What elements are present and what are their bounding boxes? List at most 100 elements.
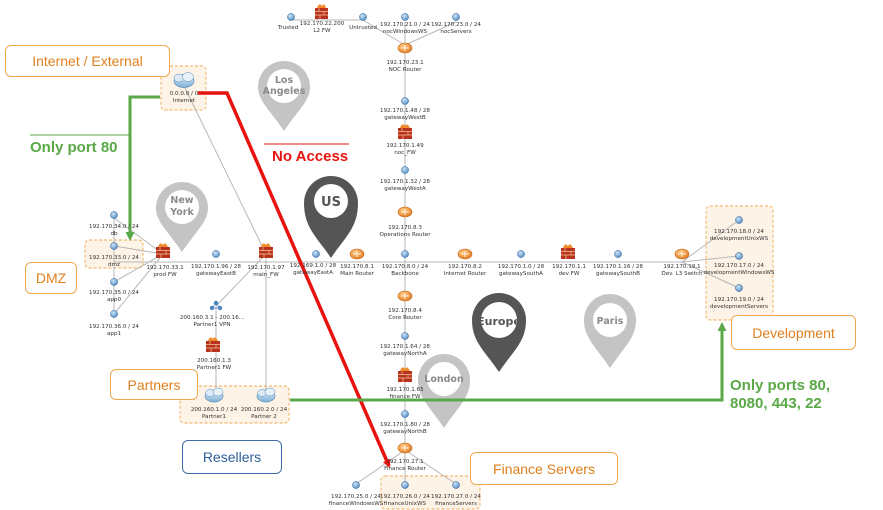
- node-gwsouthb[interactable]: 192.170.1.16 / 28 gatewaySouthB: [593, 250, 643, 277]
- node-nocrouter[interactable]: 192.170.23.1 NOC Router: [386, 42, 424, 73]
- node-corerouter-ip: 192.170.8.4: [388, 308, 422, 314]
- cloud-icon: [173, 72, 195, 88]
- subnet-icon: [110, 310, 118, 318]
- node-devunix[interactable]: 192.170.18.0 / 24 developmentUnixWS: [710, 216, 769, 242]
- network-nodes: Trusted 192.170.22.200 L2 FW Untrusted 1…: [89, 4, 775, 507]
- node-gwwesta[interactable]: 192.170.1.32 / 28 gatewayWestA: [380, 166, 430, 192]
- cloud-icon: [256, 387, 276, 403]
- node-corerouter[interactable]: 192.170.8.4 Core Router: [388, 290, 422, 321]
- subnet-icon: [614, 250, 622, 258]
- node-app0[interactable]: 192.170.35.0 / 24 app0: [89, 278, 139, 303]
- node-l2fw[interactable]: 192.170.22.200 L2 FW: [300, 4, 345, 34]
- node-gweastb[interactable]: 192.170.1.96 / 28 gatewayEastB: [191, 250, 241, 277]
- node-untrusted[interactable]: Untrusted: [349, 13, 377, 31]
- node-internet-ip: 0.0.0.0 / 0: [170, 91, 199, 97]
- node-internetrouter-name: Internet Router: [444, 271, 487, 277]
- router-icon: [349, 248, 365, 260]
- cloud-icon: [204, 387, 224, 403]
- node-partner1[interactable]: 200.160.1.0 / 24 Partner1: [191, 387, 238, 420]
- node-gwnortha[interactable]: 192.170.1.64 / 28 gatewayNorthA: [380, 332, 430, 357]
- subnet-icon: [735, 284, 743, 292]
- node-trusted[interactable]: Trusted: [277, 13, 299, 31]
- node-backbone[interactable]: 192.170.8.0 / 24 Backbone: [382, 250, 429, 277]
- node-mainfw-ip: 192.170.1.97: [247, 265, 285, 271]
- node-gwwestb[interactable]: 192.170.1.48 / 28 gatewayWestB: [380, 97, 430, 121]
- node-finwin-ip: 192.170.25.0 / 24: [331, 494, 381, 500]
- firewall-icon: [259, 243, 273, 258]
- node-opsrouter[interactable]: 192.170.8.3 Operations Router: [379, 206, 431, 238]
- london-pin: London: [418, 354, 470, 428]
- node-prodfw-name: prod FW: [153, 272, 177, 278]
- node-devwin[interactable]: 192.170.17.0 / 24 developmentWindowsWS: [704, 252, 775, 276]
- node-gweasta-name: gatewayEastA: [293, 270, 333, 276]
- node-nocservers-ip: 192.170.23.0 / 24: [431, 22, 481, 28]
- router-icon: [674, 248, 690, 260]
- firewall-icon: [398, 367, 412, 382]
- node-db[interactable]: 192.170.34.0 / 24 db: [89, 211, 139, 237]
- node-app1-name: app1: [107, 331, 122, 337]
- node-app1[interactable]: 192.170.36.0 / 24 app1: [89, 310, 139, 337]
- node-mainfw[interactable]: 192.170.1.97 main_FW: [247, 243, 285, 278]
- node-app1-ip: 192.170.36.0 / 24: [89, 324, 139, 330]
- node-prodfw[interactable]: 192.170.33.1 prod FW: [146, 243, 184, 278]
- node-nocfw[interactable]: 192.170.1.49 noc_FW: [386, 124, 424, 156]
- node-gwwesta-name: gatewayWestA: [384, 186, 426, 192]
- node-l2fw-ip: 192.170.22.200: [300, 21, 345, 27]
- node-internetrouter[interactable]: 192.170.8.2 Internet Router: [444, 248, 487, 277]
- node-gwnorthb-name: gatewayNorthB: [383, 429, 427, 435]
- node-dmz[interactable]: 192.170.33.0 / 24 dmz: [89, 242, 139, 268]
- us-label: US: [321, 195, 341, 210]
- node-p1fw[interactable]: 200.160.1.3 Partner1 FW: [197, 337, 232, 371]
- node-financefw[interactable]: 192.170.1.65 finance FW: [386, 367, 424, 400]
- rule-arrows: [30, 91, 727, 468]
- node-finservers[interactable]: 192.170.27.0 / 24 financeServers: [431, 481, 481, 507]
- node-nocwin[interactable]: 192.170.21.0 / 24 nocWindowsWS: [380, 13, 430, 35]
- node-gwnorthb[interactable]: 192.170.1.80 / 28 gatewayNorthB: [380, 410, 430, 435]
- node-finunix-ip: 192.170.26.0 / 24: [380, 494, 430, 500]
- node-devfw-name: dev FW: [559, 271, 580, 277]
- node-nocfw-name: noc_FW: [394, 150, 416, 156]
- node-partner2-name: Partner 2: [251, 414, 277, 420]
- node-finunix[interactable]: 192.170.26.0 / 24 financeUnixWS: [380, 481, 430, 507]
- node-l3switch[interactable]: 192.170.19.1 Dev. L3 Switch: [661, 248, 703, 277]
- node-internetrouter-ip: 192.170.8.2: [448, 264, 482, 270]
- node-opsrouter-name: Operations Router: [379, 232, 431, 238]
- node-nocwin-name: nocWindowsWS: [383, 29, 428, 35]
- node-p1fw-name: Partner1 FW: [197, 365, 232, 371]
- firewall-icon: [398, 124, 412, 139]
- node-financerouter[interactable]: 192.170.27.1 Finance Router: [384, 442, 427, 472]
- subnet-icon: [352, 481, 360, 489]
- node-finservers-ip: 192.170.27.0 / 24: [431, 494, 481, 500]
- node-nocservers[interactable]: 192.170.23.0 / 24 nocServers: [431, 13, 481, 35]
- node-gweasta[interactable]: 192.169.1.0 / 28 gatewayEastA: [290, 250, 337, 276]
- node-partner2[interactable]: 200.160.2.0 / 24 Partner 2: [241, 387, 288, 420]
- firewall-icon: [156, 243, 170, 258]
- node-internet[interactable]: 0.0.0.0 / 0 Internet: [170, 72, 199, 105]
- subnet-icon: [110, 211, 118, 219]
- node-mainrouter[interactable]: 192.170.8.1 Main Router: [340, 248, 375, 277]
- only-port-80-note: Only port 80: [30, 139, 118, 156]
- node-devfw[interactable]: 192.170.1.1 dev FW: [552, 244, 586, 277]
- subnet-icon: [401, 13, 409, 21]
- node-gwwesta-ip: 192.170.1.32 / 28: [380, 179, 430, 185]
- node-app0-ip: 192.170.35.0 / 24: [89, 290, 139, 296]
- node-devservers[interactable]: 192.170.19.0 / 24 developmentServers: [710, 284, 768, 310]
- europe-pin: Europe: [472, 293, 526, 372]
- finance-servers-callout: Finance Servers: [470, 452, 618, 485]
- node-p1vpn-ip: 200.160.3.1 - 200.16...: [180, 315, 245, 321]
- node-backbone-name: Backbone: [391, 271, 419, 277]
- router-icon: [397, 206, 413, 218]
- node-backbone-ip: 192.170.8.0 / 24: [382, 264, 429, 270]
- node-opsrouter-ip: 192.170.8.3: [388, 225, 422, 231]
- node-finwin[interactable]: 192.170.25.0 / 24 financeWindowsWS: [329, 481, 384, 507]
- subnet-icon: [735, 252, 743, 260]
- node-gweastb-name: gatewayEastB: [196, 271, 236, 277]
- node-gwsoutha-ip: 192.170.1.0 / 28: [498, 264, 545, 270]
- node-gwsoutha[interactable]: 192.170.1.0 / 28 gatewaySouthA: [498, 250, 545, 277]
- paris-label: Paris: [597, 316, 624, 327]
- subnet-icon: [735, 216, 743, 224]
- firewall-icon: [561, 244, 575, 259]
- node-p1vpn[interactable]: 200.160.3.1 - 200.16... Partner1 VPN: [180, 300, 245, 328]
- subnet-icon: [401, 250, 409, 258]
